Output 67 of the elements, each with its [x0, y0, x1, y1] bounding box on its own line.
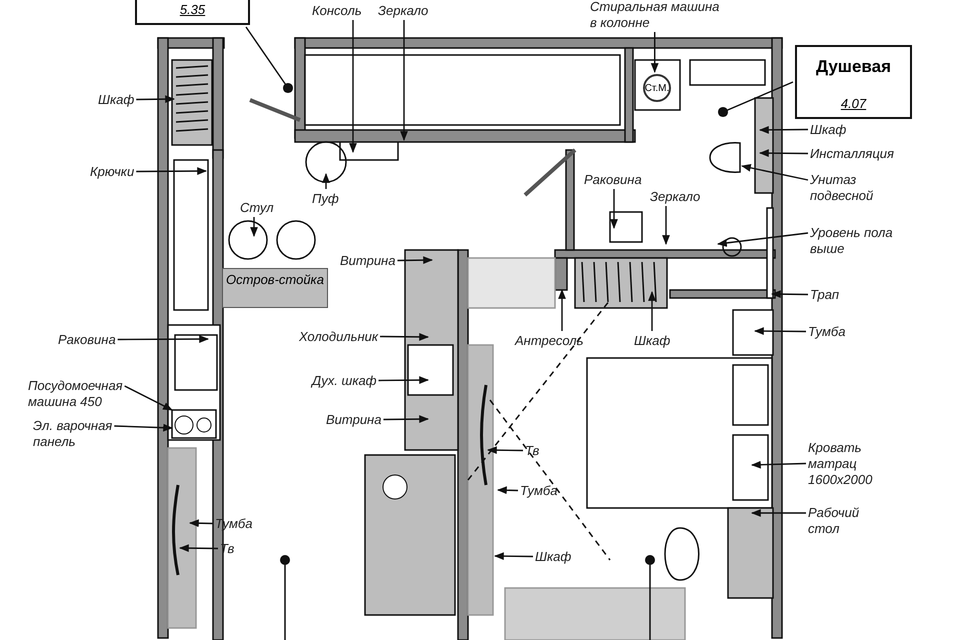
- leader-line: [378, 376, 429, 384]
- callout-label: Шкаф: [810, 122, 846, 138]
- leader-line: [751, 509, 806, 517]
- leader-line: [648, 291, 656, 331]
- leader-line: [759, 126, 808, 134]
- callout-label: Зеркало: [650, 189, 700, 205]
- leader-line: [487, 446, 523, 454]
- callout-label: Стул: [240, 200, 274, 216]
- callout-label: Шкаф: [535, 549, 572, 565]
- leader-line: [136, 95, 175, 104]
- leader-line: [662, 206, 670, 245]
- counter-area: Остров-стойка: [222, 268, 328, 308]
- leader-line: [322, 173, 330, 189]
- leader-line: [741, 164, 808, 181]
- callout-label: Унитаз подвесной: [810, 172, 890, 204]
- leader-line: [189, 519, 214, 528]
- leader-line: [179, 544, 218, 552]
- callout-label: Раковина: [58, 332, 116, 348]
- callout-label: Тумба: [808, 324, 846, 340]
- callout-label: Шкаф: [634, 333, 670, 349]
- leader-line: [397, 256, 433, 264]
- leader-line: [717, 232, 808, 247]
- leader-line: [383, 415, 429, 424]
- leader-line: [114, 424, 173, 432]
- callout-label: Пуф: [312, 191, 339, 207]
- callout-label: Зеркало: [378, 3, 428, 19]
- leader-line: [124, 385, 173, 411]
- leader-line: [245, 26, 294, 94]
- leader-line: [558, 289, 566, 331]
- leader-line: [497, 486, 518, 494]
- callout-label: Консоль: [312, 3, 362, 19]
- callout-label: Инсталляция: [810, 146, 894, 162]
- room-label-box: [795, 45, 912, 119]
- leader-line: [759, 149, 808, 157]
- leader-line: [751, 460, 806, 469]
- leader-line: [650, 32, 659, 73]
- leader-line: [349, 20, 357, 153]
- leader-line: [754, 327, 806, 335]
- callout-label: Стиральная машина в колонне: [590, 0, 725, 31]
- callout-label: Витрина: [326, 412, 382, 428]
- callout-label: Уровень пола выше: [810, 225, 910, 257]
- callout-label: Кровать матрац 1600x2000: [808, 440, 908, 488]
- room-name: Душевая: [815, 57, 892, 77]
- callout-label: Эл. варочная панель: [33, 418, 133, 450]
- leader-line: [136, 167, 207, 175]
- leader-line: [610, 189, 618, 229]
- callout-label: Антресоль: [515, 333, 584, 349]
- callout-label: Тв: [525, 443, 540, 459]
- callout-label: Витрина: [340, 253, 396, 269]
- leader-line: [250, 217, 258, 237]
- leader-line: [380, 333, 429, 341]
- callout-label: Крючки: [90, 164, 134, 180]
- room-area: 5.35: [180, 2, 206, 17]
- callout-label: Холодильник: [299, 329, 378, 345]
- callout-label: Раковина: [584, 172, 642, 188]
- leader-line: [718, 81, 794, 118]
- leader-line: [118, 335, 209, 343]
- callout-label: Тумба: [520, 483, 558, 499]
- callout-label: Трап: [810, 287, 839, 303]
- callout-label: Рабочий стол: [808, 505, 878, 537]
- leader-line: [400, 20, 408, 141]
- leader-line: [771, 290, 808, 298]
- callout-label: Посудомоечная машина 450: [28, 378, 140, 410]
- callout-label: Шкаф: [98, 92, 134, 108]
- room-area: 4.07: [840, 96, 866, 111]
- leader-line: [494, 552, 533, 560]
- callout-label: Дух. шкаф: [312, 373, 377, 389]
